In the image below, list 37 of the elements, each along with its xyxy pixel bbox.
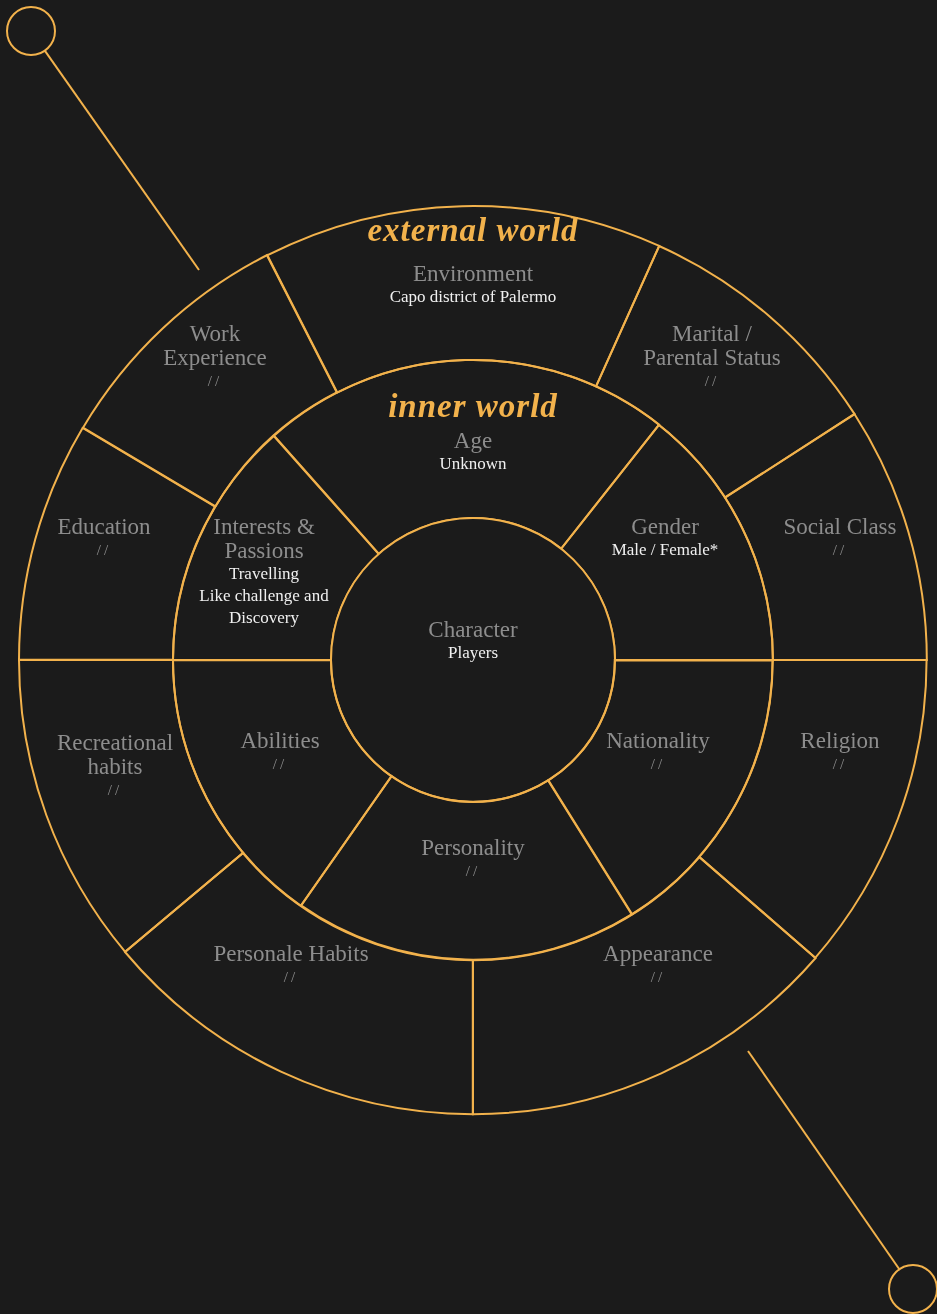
segment-title: Abilities bbox=[240, 729, 320, 753]
segment-title: Recreational habits bbox=[55, 731, 175, 779]
segment-title: Character bbox=[428, 618, 518, 642]
segment-value: Unknown bbox=[439, 453, 507, 475]
segment-value: // bbox=[96, 541, 112, 560]
segment-value: // bbox=[207, 372, 223, 391]
connector-line bbox=[747, 1050, 901, 1271]
segment-title: Personale Habits bbox=[213, 942, 369, 966]
segment-value: Players bbox=[447, 642, 498, 664]
segment-title: Gender bbox=[631, 515, 699, 539]
segment-value: Male / Female* bbox=[611, 539, 719, 561]
segment-title: Social Class bbox=[783, 515, 897, 539]
segment-value: Like challenge and Discovery bbox=[198, 585, 330, 629]
segment-value: // bbox=[704, 372, 720, 391]
segment-value: // bbox=[650, 968, 666, 987]
segment-value: // bbox=[107, 781, 123, 800]
segment-title: Personality bbox=[421, 836, 525, 860]
connector-line bbox=[43, 49, 200, 271]
segment-value: Travelling bbox=[228, 563, 300, 585]
segment-value: // bbox=[465, 862, 481, 881]
ring-heading: inner world bbox=[388, 388, 558, 424]
segment-value: // bbox=[272, 755, 288, 774]
segment-title: Interests & Passions bbox=[212, 515, 316, 563]
segment-title: Appearance bbox=[603, 942, 713, 966]
segment-value: // bbox=[283, 968, 299, 987]
segment-title: Environment bbox=[412, 262, 534, 286]
segment-title: Nationality bbox=[606, 729, 710, 753]
segment-value: // bbox=[832, 755, 848, 774]
segment-title: Age bbox=[453, 429, 493, 453]
segment-title: Religion bbox=[800, 729, 880, 753]
segment-value: // bbox=[832, 541, 848, 560]
segment-title: Work Experience bbox=[162, 322, 268, 370]
segment-title: Marital / Parental Status bbox=[642, 322, 782, 370]
segment-title: Education bbox=[57, 515, 151, 539]
ring-heading: external world bbox=[367, 212, 579, 248]
segment-value: // bbox=[650, 755, 666, 774]
segment-value: Capo district of Palermo bbox=[389, 286, 557, 308]
